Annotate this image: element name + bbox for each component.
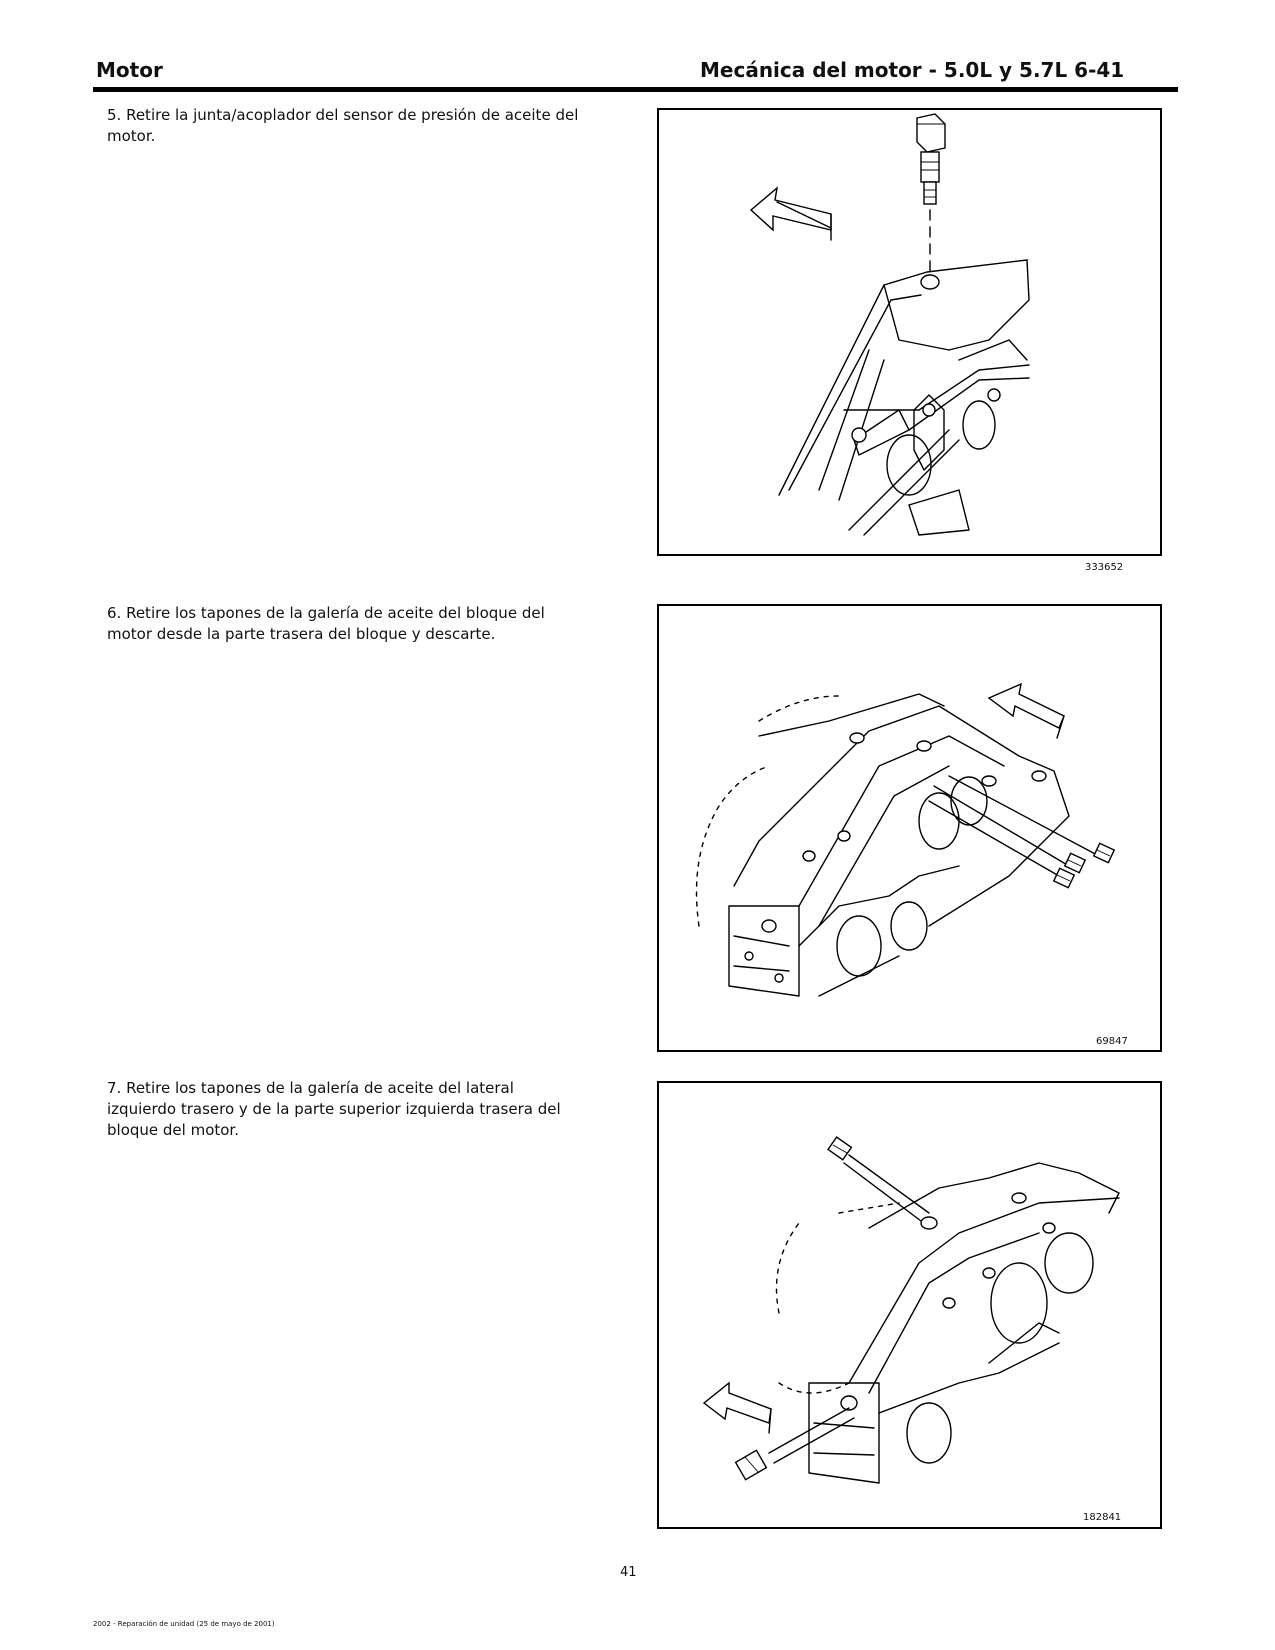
page-footer: 2002 - Reparación de unidad (25 de mayo …: [93, 1620, 275, 1628]
figure-id-label: 69847: [1096, 1036, 1128, 1047]
figure-oil-pressure-sensor: [657, 108, 1162, 556]
step-6-text: 6. Retire los tapones de la galería de a…: [107, 604, 545, 643]
step-5-text: 5. Retire la junta/acoplador del sensor …: [107, 106, 579, 145]
left-rear-oil-gallery-illustration: [702, 1136, 1120, 1484]
rear-oil-gallery-illustration: [695, 682, 1116, 997]
figure-rear-oil-gallery-plugs: [657, 604, 1162, 1052]
step-7-text: 7. Retire los tapones de la galería de a…: [107, 1079, 561, 1139]
oil-pressure-sensor-illustration: [749, 113, 1030, 536]
figure-left-rear-oil-gallery-plugs: [657, 1081, 1162, 1529]
header-rule: [93, 87, 1178, 92]
figure-id-label: 333652: [1085, 562, 1124, 573]
header-chapter-title: Mecánica del motor - 5.0L y 5.7L 6-41: [700, 58, 1125, 82]
page-number: 41: [620, 1565, 637, 1580]
figure-id-label: 182841: [1083, 1512, 1122, 1523]
header-section-title: Motor: [96, 58, 163, 82]
